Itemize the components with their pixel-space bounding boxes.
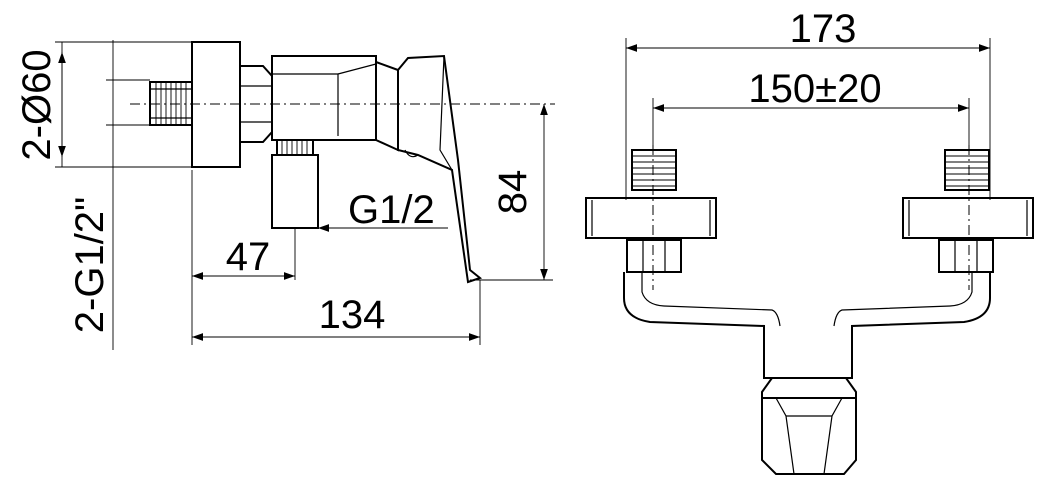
width-label: 173: [790, 7, 857, 51]
outlet-front: [761, 377, 857, 475]
side-view: 2-Ø60 2-G1/2": [15, 40, 555, 350]
left-connection-front: [585, 145, 717, 290]
diameter-dimension: 2-Ø60: [15, 41, 200, 168]
depth-label: 134: [319, 293, 386, 337]
center-distance-label: 150±20: [748, 67, 881, 111]
outlet-thread-label: G1/2: [348, 188, 435, 232]
height-label: 84: [491, 170, 535, 215]
height-dimension: 84: [470, 104, 553, 281]
mixer-body-front: [623, 272, 991, 379]
outlet-side: [271, 139, 319, 229]
lever-handle-side: [397, 54, 483, 284]
thread-label: 2-G1/2": [68, 197, 112, 333]
diameter-label: 2-Ø60: [15, 49, 59, 160]
depth-dimension: 134: [192, 280, 481, 345]
outlet-thread-dim: G1/2: [318, 188, 448, 232]
center-distance-dimension: 150±20: [652, 67, 970, 150]
right-connection-front: [902, 145, 1034, 290]
front-view: 173 150±20: [585, 7, 1034, 475]
offset-label: 47: [226, 235, 271, 279]
offset-dimension: 47: [191, 170, 296, 345]
thread-callout: 2-G1/2": [68, 40, 150, 350]
mixer-body-side: [271, 55, 399, 152]
